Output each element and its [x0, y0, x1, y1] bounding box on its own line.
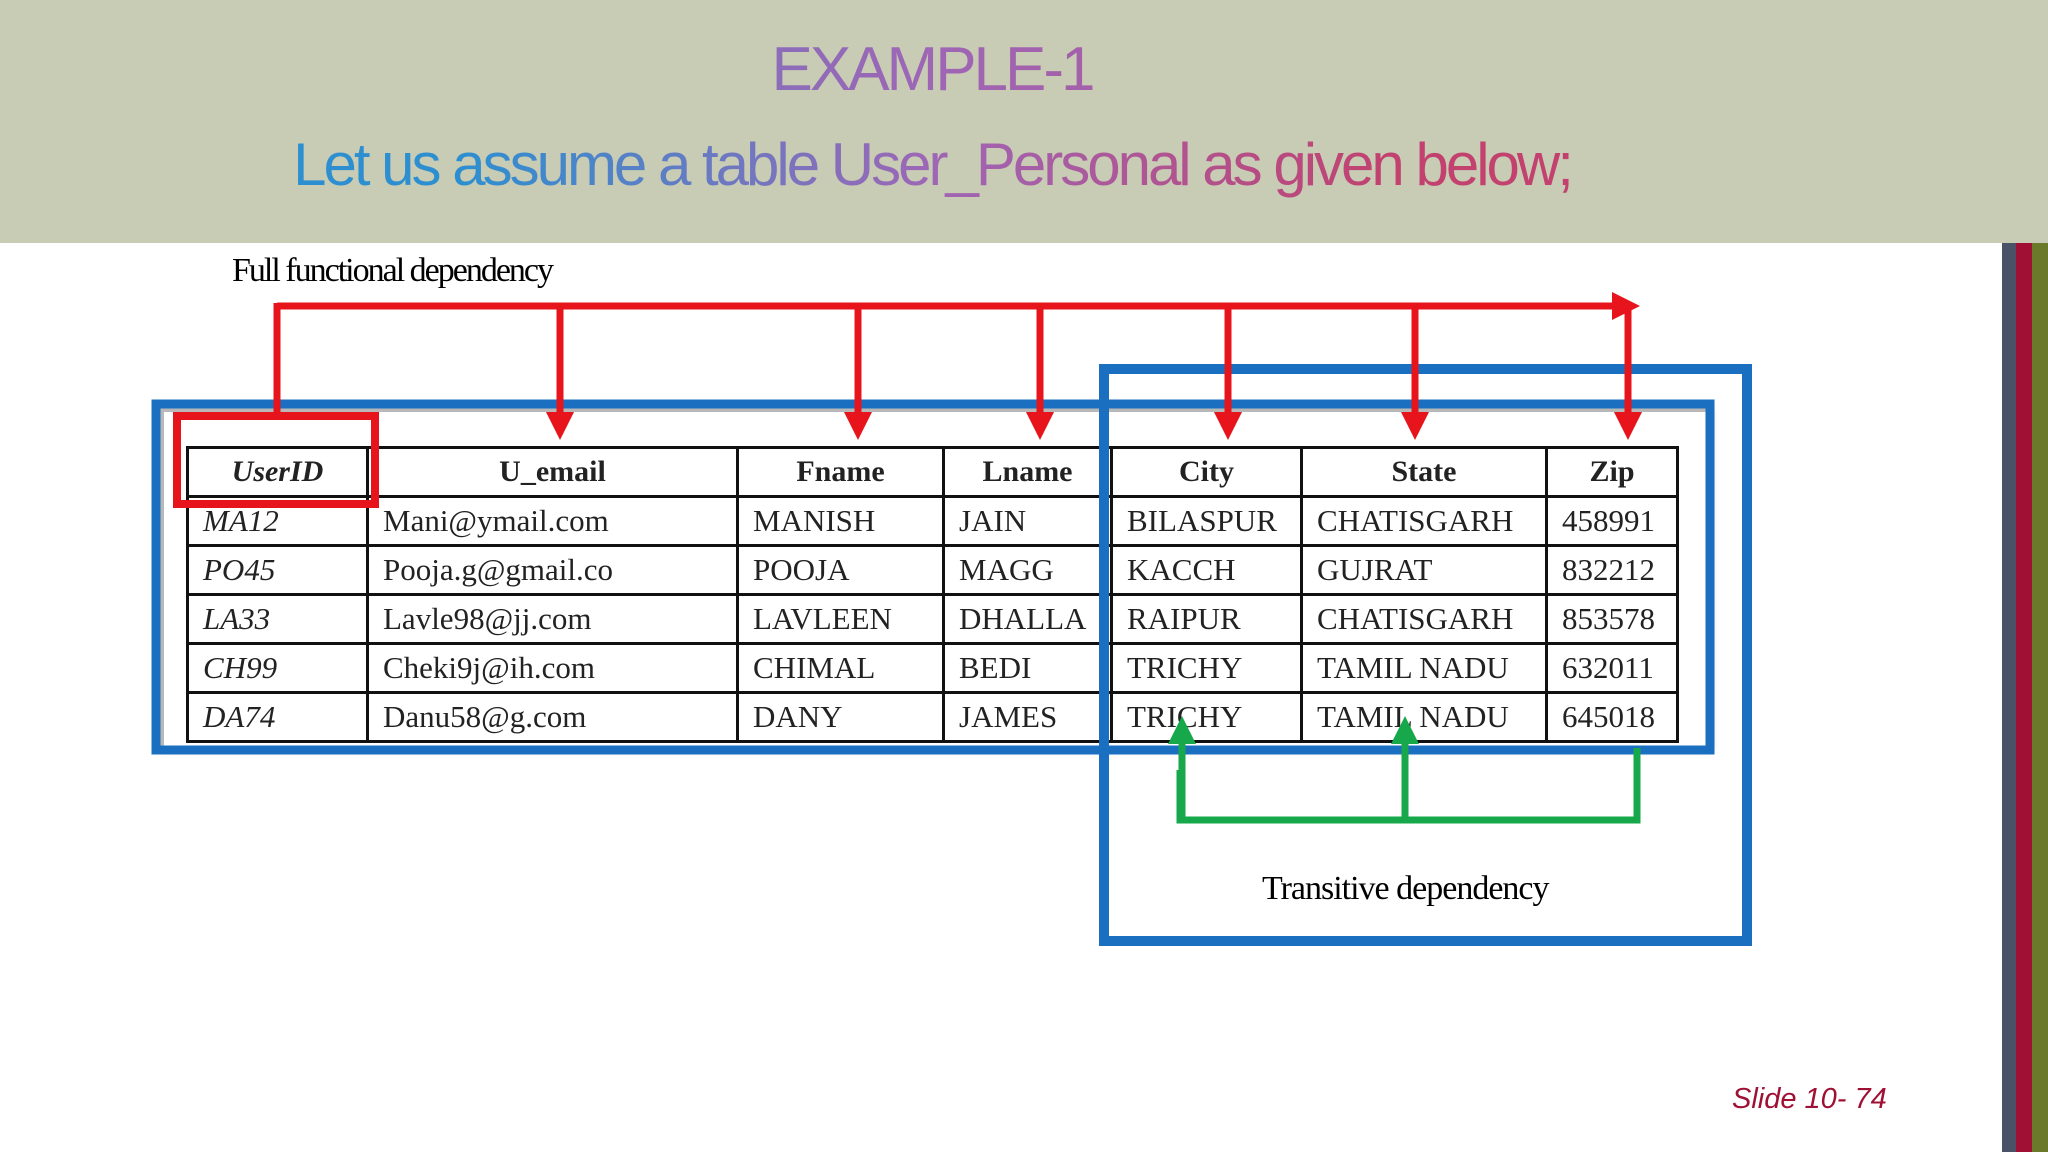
table-row: DA74 Danu58@g.com DANY JAMES TRICHY TAMI…: [186, 691, 1679, 743]
header-userid: UserID: [186, 446, 369, 498]
cell-zip: 632011: [1545, 642, 1679, 694]
right-accent-bar-slate: [2002, 243, 2016, 1152]
table-row: CH99 Cheki9j@ih.com CHIMAL BEDI TRICHY T…: [186, 642, 1679, 694]
cell-state: CHATISGARH: [1300, 495, 1548, 547]
table-row: MA12 Mani@ymail.com MANISH JAIN BILASPUR…: [186, 495, 1679, 547]
transitive-dependency-label: Transitive dependency: [1262, 870, 1550, 907]
cell-fname: LAVLEEN: [736, 593, 945, 645]
table-row: LA33 Lavle98@jj.com LAVLEEN DHALLA RAIPU…: [186, 593, 1679, 645]
cell-state: TAMIL NADU: [1300, 691, 1548, 743]
right-accent-bar-crimson: [2016, 243, 2032, 1152]
header-city: City: [1110, 446, 1303, 498]
table-outline-box: [151, 399, 1715, 755]
cell-zip: 853578: [1545, 593, 1679, 645]
cell-userid: CH99: [186, 642, 369, 694]
cell-u-email: Lavle98@jj.com: [366, 593, 739, 645]
user-personal-table: UserID U_email Fname Lname City State Zi…: [186, 446, 1679, 743]
cell-city: KACCH: [1110, 544, 1303, 596]
cell-zip: 458991: [1545, 495, 1679, 547]
cell-lname: JAIN: [942, 495, 1113, 547]
slide-title: EXAMPLE-1: [0, 34, 1864, 105]
transitive-dependency-arrows: [1168, 716, 1641, 824]
cell-fname: DANY: [736, 691, 945, 743]
cell-u-email: Danu58@g.com: [366, 691, 739, 743]
cell-zip: 832212: [1545, 544, 1679, 596]
cell-fname: MANISH: [736, 495, 945, 547]
cell-u-email: Cheki9j@ih.com: [366, 642, 739, 694]
cell-userid: DA74: [186, 691, 369, 743]
header-zip: Zip: [1545, 446, 1679, 498]
cell-lname: BEDI: [942, 642, 1113, 694]
cell-u-email: Pooja.g@gmail.co: [366, 544, 739, 596]
cell-city: TRICHY: [1110, 642, 1303, 694]
transitive-group-box: [1099, 364, 1752, 946]
header-state: State: [1300, 446, 1548, 498]
slide-subtitle: Let us assume a table User_Personal as g…: [0, 130, 1864, 199]
cell-fname: CHIMAL: [736, 642, 945, 694]
table-header-row: UserID U_email Fname Lname City State Zi…: [186, 446, 1679, 498]
cell-lname: JAMES: [942, 691, 1113, 743]
slide-number: Slide 10- 74: [1732, 1083, 1887, 1115]
cell-city: RAIPUR: [1110, 593, 1303, 645]
header-fname: Fname: [736, 446, 945, 498]
cell-zip: 645018: [1545, 691, 1679, 743]
cell-fname: POOJA: [736, 544, 945, 596]
full-dependency-arrows: [273, 292, 1642, 440]
cell-state: GUJRAT: [1300, 544, 1548, 596]
cell-lname: MAGG: [942, 544, 1113, 596]
cell-city: BILASPUR: [1110, 495, 1303, 547]
header-lname: Lname: [942, 446, 1113, 498]
cell-userid: LA33: [186, 593, 369, 645]
header-u-email: U_email: [366, 446, 739, 498]
full-dependency-label: Full functional dependency: [232, 252, 554, 289]
cell-lname: DHALLA: [942, 593, 1113, 645]
cell-userid: PO45: [186, 544, 369, 596]
cell-u-email: Mani@ymail.com: [366, 495, 739, 547]
cell-state: TAMIL NADU: [1300, 642, 1548, 694]
table-row: PO45 Pooja.g@gmail.co POOJA MAGG KACCH G…: [186, 544, 1679, 596]
primary-key-highlight-box: [173, 412, 379, 508]
cell-state: CHATISGARH: [1300, 593, 1548, 645]
right-accent-bar-olive: [2032, 243, 2048, 1152]
title-band: [0, 0, 2048, 243]
